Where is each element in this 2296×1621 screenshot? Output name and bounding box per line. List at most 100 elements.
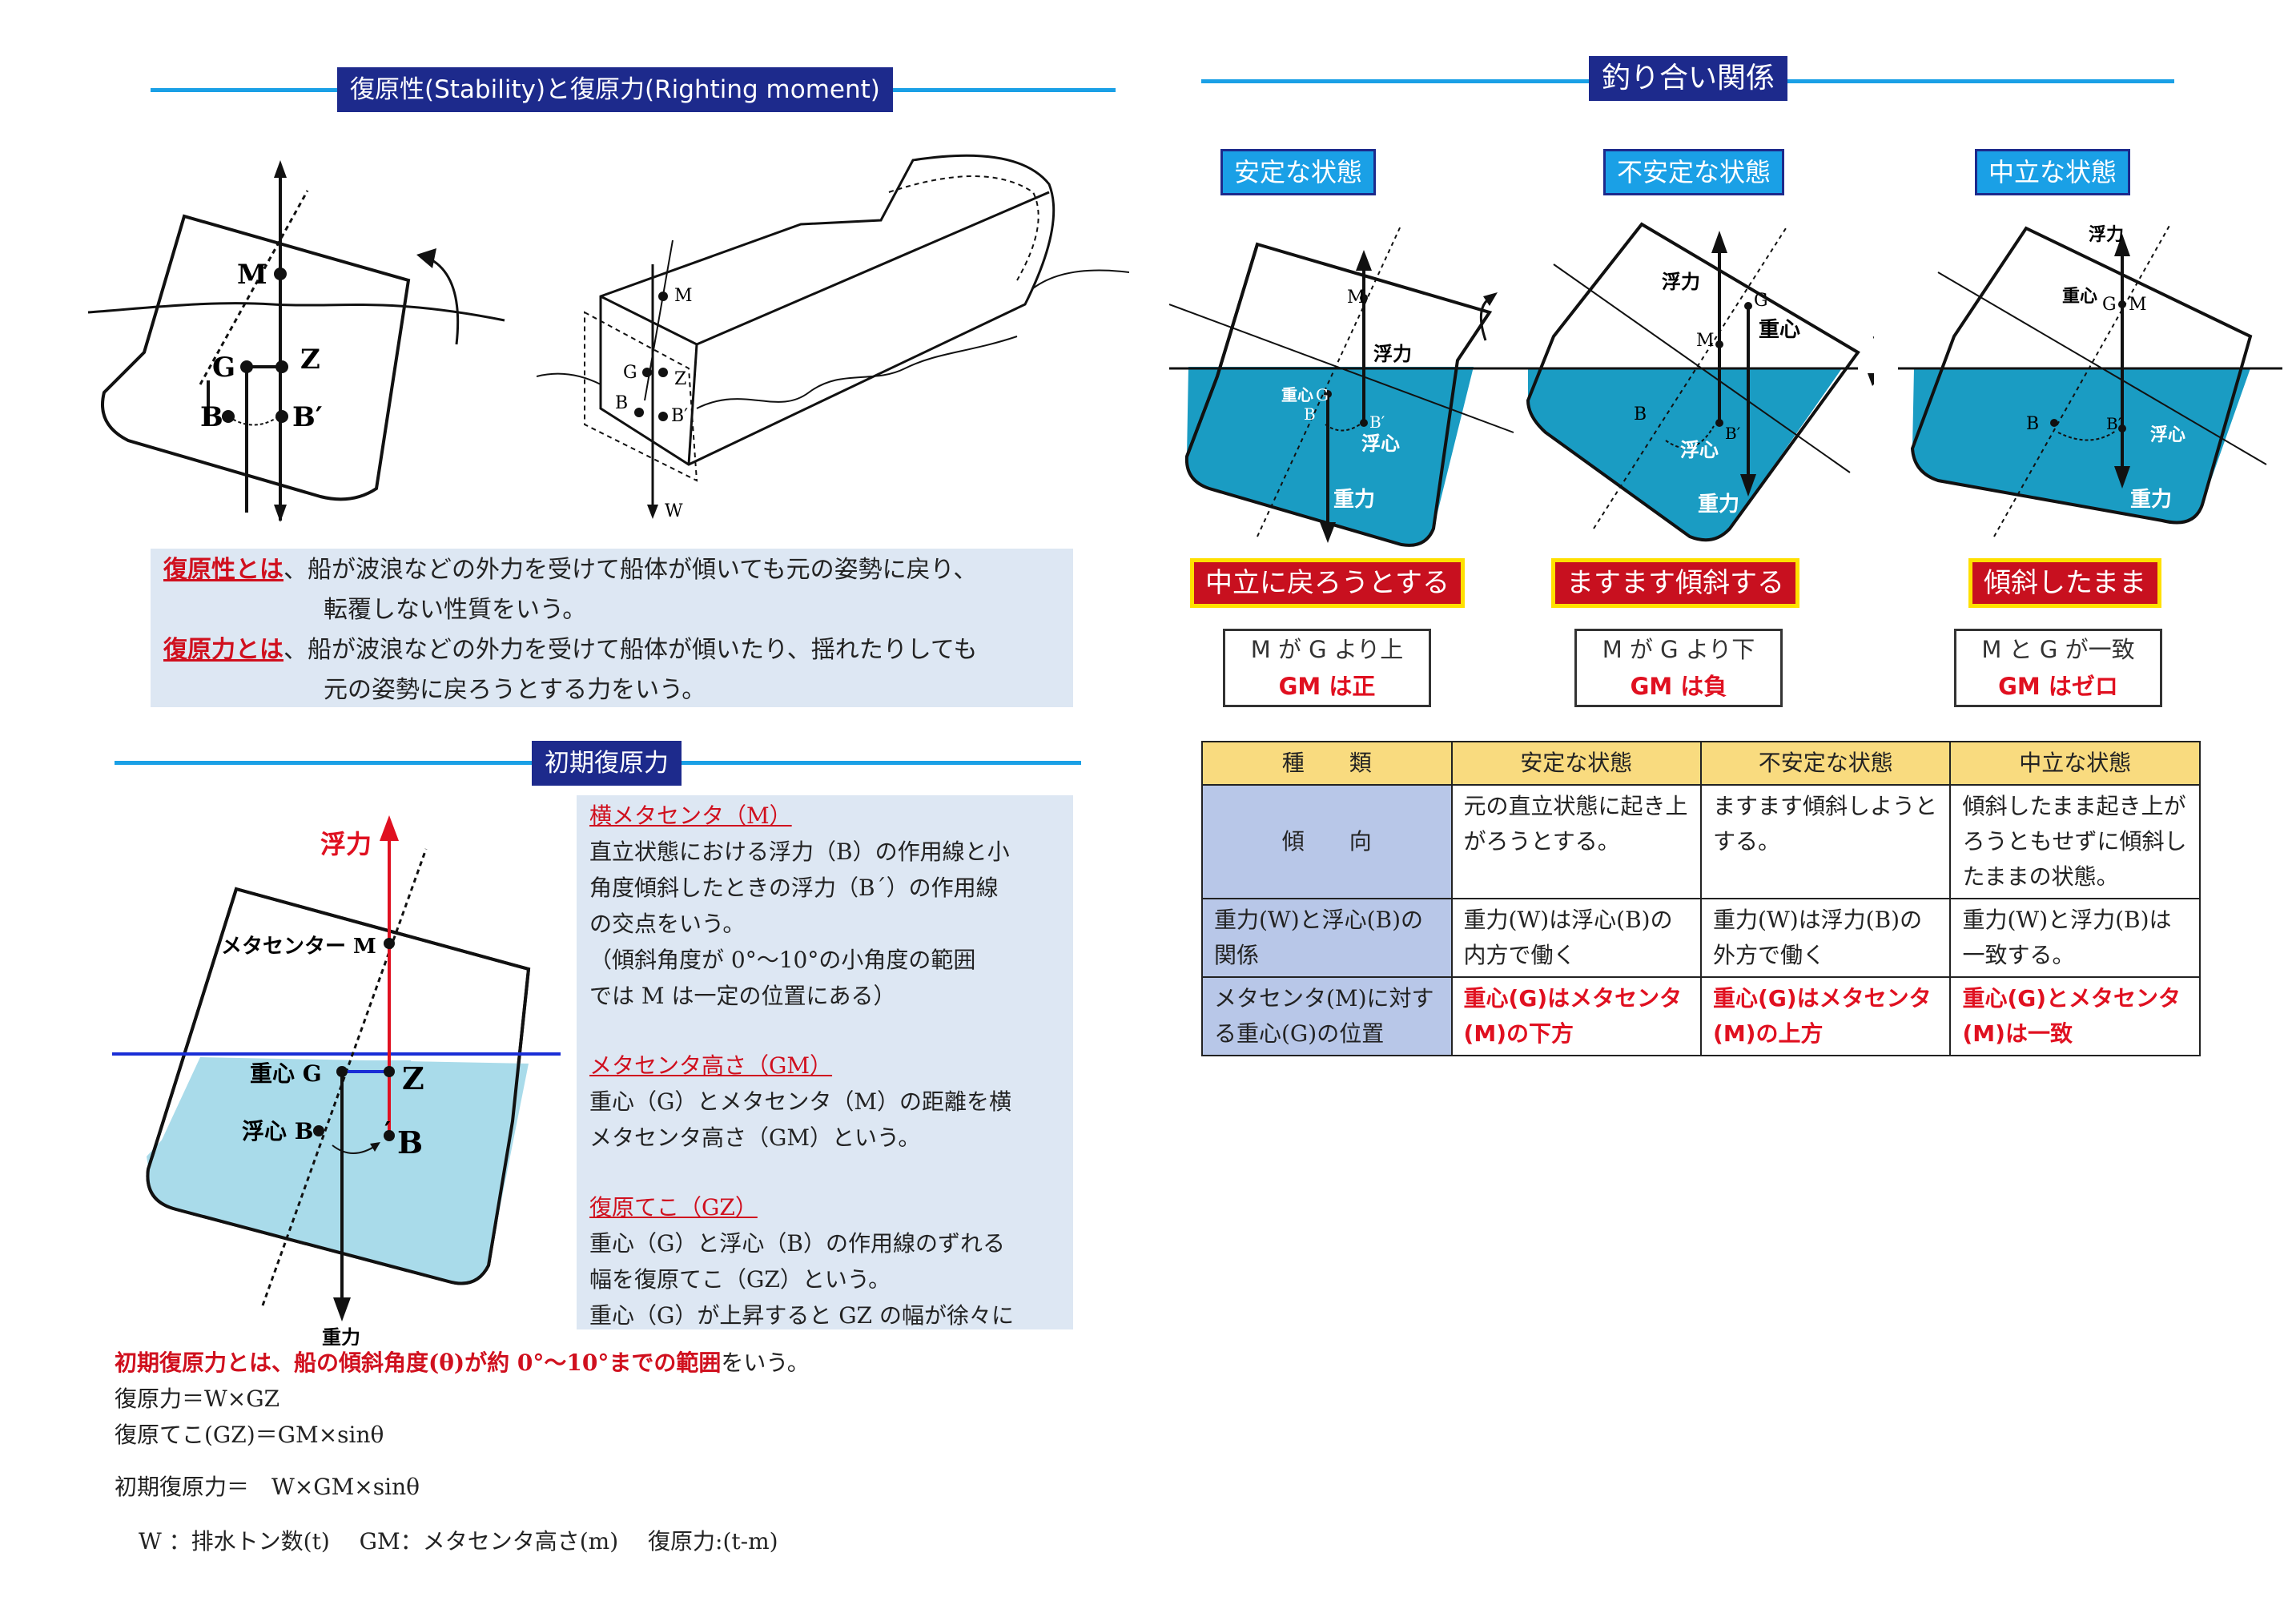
unstable-label-buoyancy: 浮力: [1662, 270, 1700, 293]
table-row: メタセンタ(M)に対する重心(G)の位置 重心(G)はメタセンタ(M)の下方 重…: [1201, 976, 2201, 1056]
hull-label-m: M: [674, 286, 693, 306]
stable-label-gravity: 重力: [1333, 488, 1375, 512]
metacenter-line: では M は一定の位置にある）: [589, 983, 896, 1009]
result-unstable: ますます傾斜する: [1551, 558, 1799, 608]
table-cell: 重心(G)とメタセンタ(M)は一致: [1949, 976, 2201, 1056]
formula-legend: W ：排水トン数(t) GM：メタセンタ高さ(m) 復原力:(t-m): [139, 1528, 778, 1555]
neutral-label-gravity-center: 重心: [2062, 286, 2097, 307]
z-label: Z: [402, 1060, 424, 1096]
stable-label-b: B: [1304, 404, 1316, 424]
neutral-label-buoyancy: 浮力: [2089, 224, 2124, 245]
gz-line: 幅を復原てこ（GZ）という。: [589, 1266, 891, 1293]
gm-line: メタセンタ高さ（GM）という。: [589, 1124, 921, 1151]
label-b-prime: B′: [292, 401, 323, 433]
stable-ship-diagram: M 浮力 重心 G B B′ 浮心 重力: [1169, 223, 1522, 547]
table-row-head: メタセンタ(M)に対する重心(G)の位置: [1201, 976, 1453, 1056]
table-row: 傾 向 元の直立状態に起き上がろうとする。 ますます傾斜しようとする。 傾斜した…: [1201, 784, 2201, 899]
prime-mark: ′: [384, 1117, 391, 1145]
hull-label-w: W: [665, 501, 683, 521]
table-header-cell: 種 類: [1201, 741, 1453, 786]
label-g: G: [212, 352, 235, 384]
neutral-label-gravity: 重力: [2130, 488, 2172, 512]
initial-stability-diagram: 浮力 メタセンター M 重心 G Z 浮心 B B ′ 重力: [112, 815, 561, 1345]
label-b: B: [200, 401, 223, 433]
table-header-row: 種 類 安定な状態 不安定な状態 中立な状態: [1201, 741, 2201, 786]
hull-label-g: G: [623, 363, 637, 383]
stable-label-b-prime: B′: [1369, 412, 1385, 432]
comparison-table: 種 類 安定な状態 不安定な状態 中立な状態 傾 向 元の直立状態に起き上がろう…: [1201, 741, 2201, 1056]
table-cell: 元の直立状態に起き上がろうとする。: [1450, 784, 1703, 899]
initial-stability-definition: 初期復原力とは、船の傾斜角度(θ)が約 0°～10°までの範囲をいう。: [115, 1349, 810, 1376]
gm-line: 重心（G）とメタセンタ（M）の距離を横: [589, 1088, 1012, 1115]
unstable-label-b-prime: B′: [1725, 424, 1741, 443]
hull-diagram: M G Z B B′ W: [537, 154, 1129, 521]
table-header-cell: 安定な状態: [1450, 741, 1703, 786]
gz-line: 重心（G）が上昇すると GZ の幅が徐々に: [589, 1302, 1014, 1329]
hull-label-z: Z: [674, 369, 686, 389]
unstable-label-m: M: [1696, 331, 1715, 351]
stability-definition: 復原性とは、船が波浪などの外力を受けて船体が傾いても元の姿勢に戻り、: [163, 556, 978, 584]
gm-heading: メタセンタ高さ（GM）: [589, 1052, 833, 1079]
neutral-label-g: G: [2102, 295, 2117, 315]
formula-righting-moment: 復原力＝W×GZ: [115, 1386, 280, 1412]
result-neutral: 傾斜したまま: [1968, 558, 2161, 608]
metacenter-label: メタセンター M: [221, 935, 376, 959]
table-cell: 重力(W)は浮心(B)の内方で働く: [1450, 898, 1703, 978]
table-row-head: 重力(W)と浮心(B)の関係: [1201, 898, 1453, 978]
stable-label-buoyancy-center: 浮心: [1361, 432, 1400, 455]
definition-box: [151, 549, 1073, 707]
metacenter-heading: 横メタセンタ（M）: [589, 802, 792, 829]
label-z: Z: [300, 344, 320, 376]
unstable-label-buoyancy-center: 浮心: [1680, 438, 1719, 461]
neutral-label-b-prime: B′: [2106, 414, 2122, 433]
righting-definition-cont: 元の姿勢に戻ろうとする力をいう。: [324, 676, 706, 704]
stable-label-buoyancy: 浮力: [1373, 342, 1412, 365]
formula-gz: 復原てこ(GZ)＝GM×sinθ: [115, 1422, 384, 1448]
unstable-ship-diagram: 浮力 G M 重心 B B′ 浮心 重力: [1522, 222, 1874, 542]
buoyancy-center-label: 浮心 B: [242, 1118, 313, 1144]
state-title-unstable: 不安定な状態: [1603, 149, 1785, 195]
table-cell: 重心(G)はメタセンタ(M)の下方: [1450, 976, 1703, 1056]
stability-diagram: M G Z B B′: [87, 160, 505, 522]
table-cell: ますます傾斜しようとする。: [1700, 784, 1952, 899]
stable-label-m: M: [1347, 288, 1365, 308]
metacenter-line: 直立状態における浮力（B）の作用線と小: [589, 839, 1010, 865]
hull-label-b: B: [615, 393, 628, 413]
table-cell: 重心(G)はメタセンタ(M)の上方: [1700, 976, 1952, 1056]
neutral-label-m: M: [2129, 295, 2147, 315]
metacenter-line: （傾斜角度が 0°～10°の小角度の範囲: [589, 947, 976, 973]
buoyancy-label: 浮力: [320, 829, 372, 859]
gravity-center-label: 重心 G: [250, 1060, 322, 1087]
stability-definition-cont: 転覆しない性質をいう。: [324, 596, 587, 624]
label-m: M: [237, 259, 267, 291]
metacenter-line: 角度傾斜したときの浮力（B´）の作用線: [589, 875, 999, 901]
section-title-equilibrium: 釣り合い関係: [1589, 56, 1788, 101]
section-title-initial: 初期復原力: [532, 741, 682, 786]
unstable-label-gravity: 重力: [1698, 493, 1739, 517]
state-title-stable: 安定な状態: [1220, 149, 1377, 195]
state-title-neutral: 中立な状態: [1975, 149, 2131, 195]
explanation-box: [577, 795, 1073, 1329]
unstable-label-gravity-center: 重心: [1759, 318, 1800, 342]
unstable-label-g: G: [1754, 291, 1768, 311]
table-header-cell: 中立な状態: [1949, 741, 2201, 786]
table-row-head: 傾 向: [1201, 784, 1453, 899]
table-cell: 傾斜したまま起き上がろうともせずに傾斜したままの状態。: [1949, 784, 2201, 899]
b-prime-label: B: [397, 1124, 423, 1160]
result-stable: 中立に戻ろうとする: [1190, 558, 1465, 608]
hull-label-b-prime: B′: [671, 406, 688, 426]
gravity-label: 重力: [322, 1325, 360, 1345]
table-row: 重力(W)と浮心(B)の関係 重力(W)は浮心(B)の内方で働く 重力(W)は浮…: [1201, 898, 2201, 978]
neutral-ship-diagram: 浮力 重心 G M B B′ 浮心 重力: [1898, 223, 2282, 537]
table-cell: 重力(W)と浮力(B)は一致する。: [1949, 898, 2201, 978]
table-cell: 重力(W)は浮力(B)の外方で働く: [1700, 898, 1952, 978]
neutral-label-buoyancy-center: 浮心: [2150, 424, 2185, 445]
table-header-cell: 不安定な状態: [1700, 741, 1952, 786]
stable-label-gravity-center: 重心: [1281, 385, 1313, 404]
gz-heading: 復原てこ（GZ）: [589, 1194, 758, 1221]
gz-line: 重心（G）と浮心（B）の作用線のずれる: [589, 1230, 1005, 1257]
metacenter-line: の交点をいう。: [589, 911, 746, 937]
